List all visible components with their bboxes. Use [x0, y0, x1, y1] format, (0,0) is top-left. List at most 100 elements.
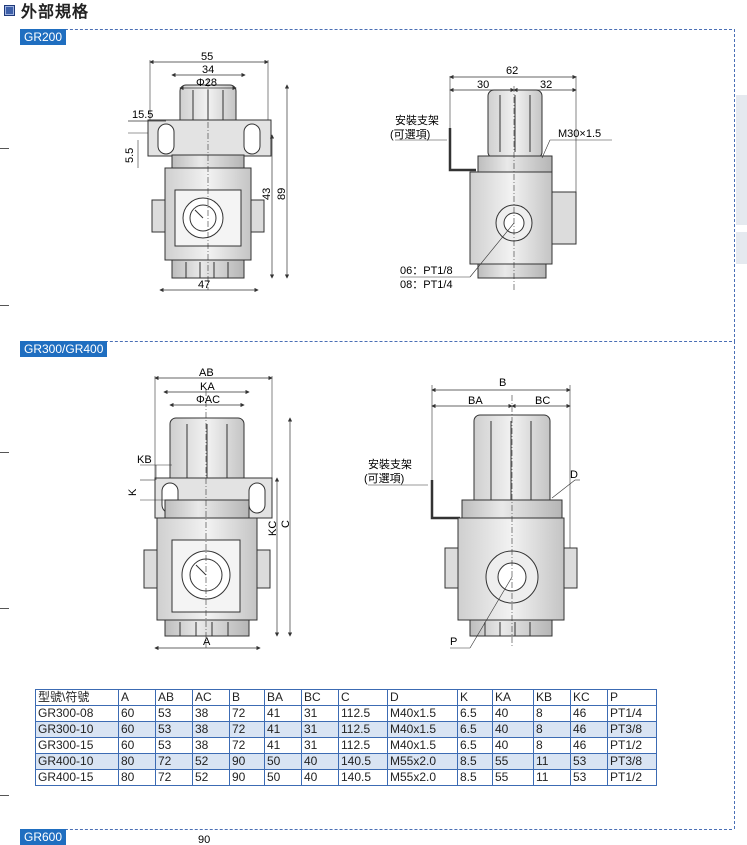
side-tab[interactable]: [736, 232, 747, 264]
gr300-side-dim-d: D: [570, 469, 578, 481]
table-cell: 41: [264, 737, 302, 754]
gr200-dim-5-5: 5.5: [124, 148, 136, 163]
gr300-section-border: [20, 341, 732, 342]
table-cell: 90: [229, 769, 265, 786]
gr300-dim-ac: ΦAC: [196, 394, 220, 406]
table-cell: 31: [301, 721, 339, 738]
gr200-thread: M30×1.5: [558, 128, 601, 140]
gr200-dim-15-5: 15.5: [132, 109, 153, 121]
gr300-dim-ab: AB: [199, 367, 214, 379]
table-cell: PT1/4: [607, 705, 657, 722]
gr300-side-dim-bc: BC: [535, 395, 550, 407]
gr300-dim-a: A: [203, 636, 211, 648]
table-cell: 72: [229, 705, 265, 722]
margin-mark: [0, 148, 9, 149]
gr300-dim-c: C: [280, 520, 292, 528]
table-header-cell: AC: [192, 689, 230, 706]
table-cell: 38: [192, 721, 230, 738]
table-cell: 53: [570, 753, 608, 770]
gr200-port-2: 08：PT1/4: [400, 279, 453, 291]
table-cell: 11: [533, 753, 571, 770]
gr300-side-dim-b: B: [499, 377, 506, 389]
table-cell: 6.5: [457, 721, 493, 738]
table-cell: 72: [229, 737, 265, 754]
table-cell: 140.5: [338, 753, 388, 770]
gr200-side-view: [395, 74, 612, 290]
gr300-dim-kc: KC: [267, 521, 279, 536]
table-cell: M55x2.0: [387, 753, 458, 770]
table-header-cell: D: [387, 689, 458, 706]
table-header-cell: KC: [570, 689, 608, 706]
table-cell: GR300-15: [35, 737, 119, 754]
gr200-section-border: [20, 29, 732, 30]
table-header-cell: B: [229, 689, 265, 706]
table-cell: 8: [533, 721, 571, 738]
gr200-front-view: [128, 59, 290, 293]
gr300-bracket-option: (可選項): [364, 472, 404, 485]
table-cell: 46: [570, 721, 608, 738]
table-cell: 60: [118, 737, 156, 754]
table-cell: 40: [492, 737, 534, 754]
table-cell: 50: [264, 753, 302, 770]
gr200-bracket-label: 安裝支架: [395, 113, 439, 127]
table-cell: PT3/8: [607, 753, 657, 770]
table-cell: 8: [533, 737, 571, 754]
table-cell: 53: [155, 737, 193, 754]
table-header-cell: BA: [264, 689, 302, 706]
gr300-side-dim-ba: BA: [468, 395, 483, 407]
table-cell: M40x1.5: [387, 737, 458, 754]
table-cell: 31: [301, 705, 339, 722]
gr200-dim-28: Φ28: [196, 77, 217, 89]
table-cell: GR400-15: [35, 769, 119, 786]
table-cell: 60: [118, 705, 156, 722]
gr600-section-border: [20, 829, 732, 830]
table-cell: 52: [192, 753, 230, 770]
table-cell: 55: [492, 769, 534, 786]
table-cell: 40: [301, 769, 339, 786]
table-header-cell: C: [338, 689, 388, 706]
table-cell: 60: [118, 721, 156, 738]
table-header-cell: A: [118, 689, 156, 706]
gr300-dim-k: K: [127, 488, 139, 496]
table-header-cell: 型號\符號: [35, 689, 119, 706]
table-cell: 52: [192, 769, 230, 786]
table-header-cell: AB: [155, 689, 193, 706]
gr300-bracket-label: 安裝支架: [368, 457, 412, 471]
gr200-dim-55: 55: [201, 51, 213, 63]
table-cell: PT1/2: [607, 737, 657, 754]
gr300-front-view: [140, 375, 293, 651]
table-cell: 8.5: [457, 753, 493, 770]
table-cell: 46: [570, 737, 608, 754]
table-cell: 90: [229, 753, 265, 770]
table-cell: 8.5: [457, 769, 493, 786]
table-header-cell: KA: [492, 689, 534, 706]
section-square-icon: [4, 4, 15, 16]
gr200-side-dim-32: 32: [540, 79, 552, 91]
margin-mark: [0, 452, 9, 453]
side-tab[interactable]: [736, 95, 747, 225]
table-cell: 112.5: [338, 721, 388, 738]
table-cell: PT1/2: [607, 769, 657, 786]
margin-mark: [0, 305, 9, 306]
table-cell: 6.5: [457, 737, 493, 754]
table-cell: 31: [301, 737, 339, 754]
gr200-dim-34: 34: [202, 64, 214, 76]
table-cell: 6.5: [457, 705, 493, 722]
gr200-dim-89: 89: [276, 188, 288, 200]
gr300-dim-ka: KA: [200, 381, 215, 393]
table-cell: GR300-10: [35, 721, 119, 738]
table-cell: 46: [570, 705, 608, 722]
table-cell: M40x1.5: [387, 721, 458, 738]
table-cell: 40: [301, 753, 339, 770]
table-cell: 38: [192, 737, 230, 754]
table-cell: PT3/8: [607, 721, 657, 738]
gr600-dim: 90: [198, 834, 210, 843]
gr200-tag: GR200: [20, 29, 67, 45]
table-cell: 11: [533, 769, 571, 786]
